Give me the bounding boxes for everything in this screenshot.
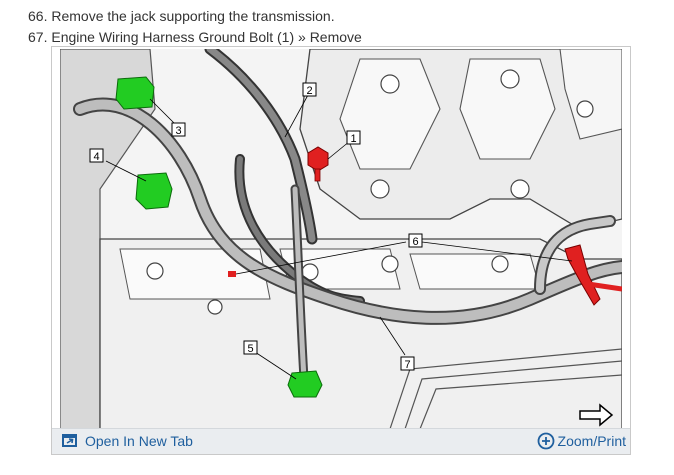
zoom-print-link[interactable]: Zoom/Print [537,432,626,450]
figure-toolbar: Open In New Tab Zoom/Print [52,428,630,454]
svg-text:4: 4 [93,151,99,163]
svg-text:2: 2 [306,85,312,97]
zoom-print-label: Zoom/Print [557,433,626,449]
svg-text:6: 6 [412,236,418,248]
callout-7: 7 [400,356,415,371]
connector-3-highlight [115,76,155,110]
svg-text:1: 1 [350,133,356,145]
zoom-plus-icon [537,432,554,450]
direction-arrow-icon [579,403,614,427]
svg-text:3: 3 [175,125,181,137]
open-new-tab-icon [62,434,77,447]
callout-5: 5 [243,340,258,355]
svg-text:7: 7 [404,359,410,371]
ground-bolt-highlight [307,146,329,172]
svg-text:5: 5 [247,343,253,355]
callout-1: 1 [346,130,361,145]
callout-4: 4 [89,148,104,163]
procedure-steps: 66. Remove the jack supporting the trans… [28,6,362,48]
step-66: 66. Remove the jack supporting the trans… [28,8,335,24]
open-in-new-tab-link[interactable]: Open In New Tab [61,432,193,450]
callout-3: 3 [171,122,186,137]
callout-6: 6 [408,233,423,248]
open-in-new-tab-label: Open In New Tab [85,433,193,449]
connector-5-highlight [287,370,323,398]
step-67: 67. Engine Wiring Harness Ground Bolt (1… [28,29,362,45]
callout-2: 2 [302,82,317,97]
connector-4-highlight [135,172,173,210]
procedure-figure: 1 2 3 4 5 6 7 [51,46,631,455]
engine-harness-illustration: 1 2 3 4 5 6 7 [60,49,622,429]
